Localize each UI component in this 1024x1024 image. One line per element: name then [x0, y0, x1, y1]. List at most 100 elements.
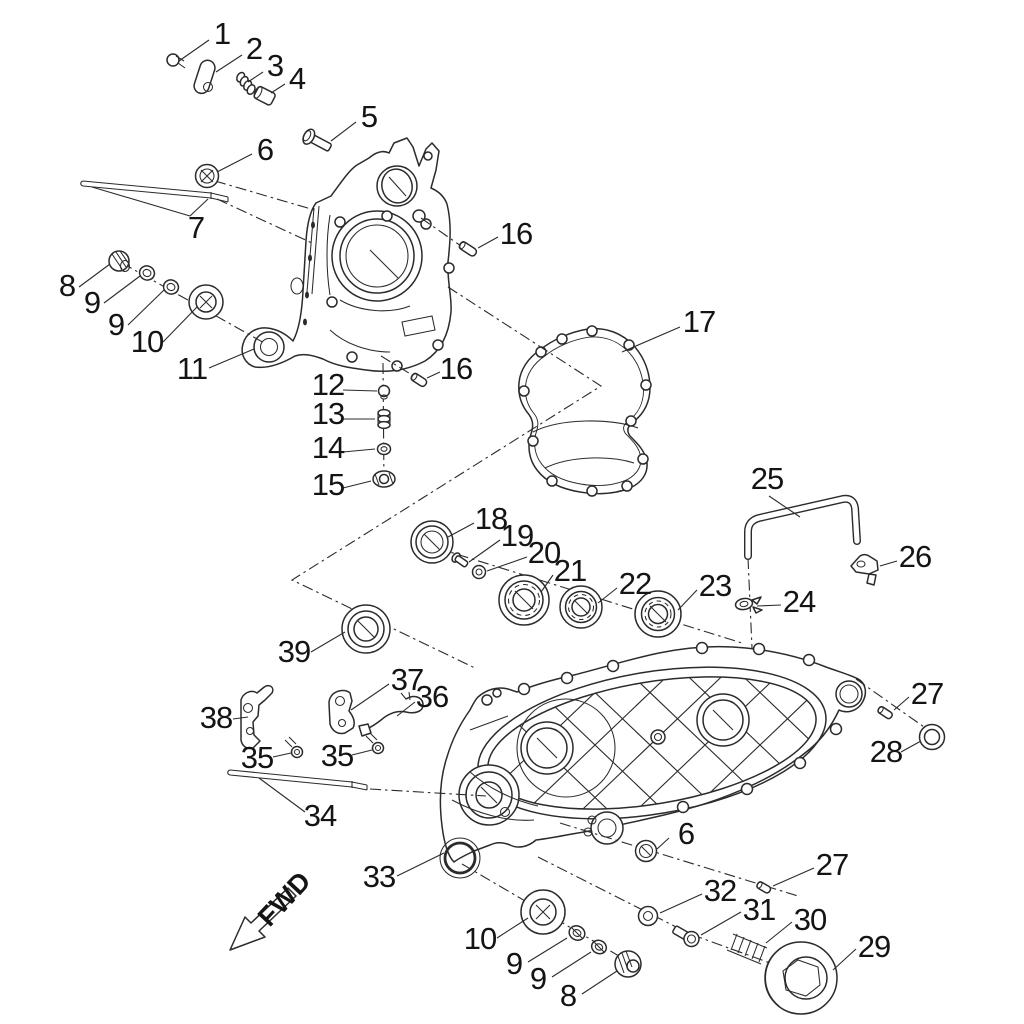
pivot-screw-1 [166, 53, 186, 69]
part-label-9: 9 [506, 946, 522, 981]
spring-30 [726, 933, 768, 965]
part-label-26: 26 [899, 539, 931, 574]
leader-line-16 [426, 371, 441, 379]
leader-line-29 [832, 948, 857, 971]
leader-line-27 [772, 867, 815, 887]
leader-line-23 [677, 589, 698, 611]
part-label-33: 33 [363, 859, 395, 894]
bracket-38 [240, 685, 274, 750]
washer-20 [471, 564, 487, 580]
leader-line-8 [581, 970, 618, 995]
leader-line-30 [765, 921, 793, 944]
bracket-37 [328, 689, 355, 735]
leader-line-10 [162, 306, 198, 343]
kick-shaft-boss [376, 165, 418, 207]
leader-line-39 [310, 631, 346, 653]
part-label-9: 9 [530, 961, 546, 996]
dowel-pin-27-bottom [756, 881, 772, 894]
fwd-arrow-icon [229, 887, 297, 951]
leader-line-7 [189, 198, 209, 217]
crankcase-gasket [518, 325, 652, 497]
part-label-16: 16 [500, 216, 532, 251]
link-plate-2 [193, 59, 216, 95]
leader-line-10 [496, 917, 529, 939]
part-label-3: 3 [267, 48, 283, 83]
part-label-22: 22 [619, 566, 651, 601]
part-label-12: 12 [312, 367, 344, 402]
fwd-indicator: FWD [229, 866, 317, 951]
oil-seal-39 [341, 604, 391, 654]
leader-line-20 [486, 556, 528, 572]
part-label-9: 9 [108, 307, 124, 342]
bolt-19 [451, 552, 469, 568]
oil-plug-15 [372, 470, 396, 488]
leader-line-27 [893, 696, 910, 711]
leader-line-24 [756, 604, 782, 607]
leader-line-3 [247, 71, 264, 83]
leader-line-22 [597, 587, 618, 604]
leader-line-37 [350, 683, 390, 711]
part-label-19: 19 [501, 518, 533, 553]
part-label-39: 39 [278, 634, 310, 669]
part-label-13: 13 [312, 396, 344, 431]
flange-bolt-5 [302, 128, 332, 152]
leader-line-38 [232, 716, 249, 720]
part-label-31: 31 [743, 892, 775, 927]
leader-line-8 [78, 263, 111, 288]
part-label-35: 35 [321, 738, 353, 773]
leader-line-6 [656, 837, 670, 850]
small-parts [80, 53, 946, 1015]
part-label-36: 36 [416, 679, 448, 714]
leader-line-31 [700, 911, 742, 936]
leader-line-1 [178, 39, 210, 62]
threaded-plug-8-left [108, 250, 131, 273]
fwd-label: FWD [252, 866, 317, 933]
leader-line-16 [477, 236, 499, 249]
part-label-2: 2 [246, 31, 262, 66]
bolt-31 [672, 925, 700, 948]
part-label-35: 35 [241, 740, 273, 775]
part-label-23: 23 [699, 568, 731, 603]
ball-bearing-22 [559, 585, 603, 629]
part-label-21: 21 [554, 553, 586, 588]
washer-9-left-a [138, 265, 156, 281]
washer-9-left-b [162, 279, 180, 295]
cap-10-left [188, 284, 224, 320]
dowel-pin-16-mid [410, 372, 428, 388]
part-label-28: 28 [870, 734, 902, 769]
leader-line-34 [258, 777, 306, 813]
part-label-16: 16 [440, 351, 472, 386]
leader-line-33 [396, 852, 445, 877]
sensor-lead-36 [358, 691, 424, 737]
push-rod-34 [227, 769, 368, 791]
leader-line-18 [447, 522, 475, 538]
part-label-27: 27 [816, 847, 848, 882]
cap-28 [918, 723, 946, 751]
leader-line-12 [342, 389, 378, 392]
part-label-34: 34 [304, 798, 337, 833]
part-label-4: 4 [289, 61, 306, 96]
spring-13 [377, 408, 391, 430]
part-label-17: 17 [683, 304, 715, 339]
part-label-10: 10 [464, 921, 497, 956]
leader-line-35 [272, 752, 292, 758]
leader-line-19 [468, 539, 501, 563]
part-label-11: 11 [177, 351, 207, 386]
cover-screw-holes [481, 641, 843, 814]
leader-line-9 [127, 289, 165, 326]
part-label-32: 32 [704, 873, 736, 908]
gasket-bolt-holes [518, 325, 652, 497]
part-label-14: 14 [312, 430, 345, 465]
tensioner-cap-29 [764, 941, 838, 1015]
leader-line-32 [659, 893, 703, 914]
leader-line-36 [396, 701, 416, 717]
drain-bolt-12 [377, 384, 391, 400]
part-label-9: 9 [84, 285, 100, 320]
ball-bearing-21 [498, 574, 550, 626]
leader-line-14 [342, 448, 376, 453]
lower-crankcase-cover [439, 641, 867, 879]
dowel-pin-16-top [458, 241, 478, 257]
leader-line-35 [351, 749, 373, 756]
